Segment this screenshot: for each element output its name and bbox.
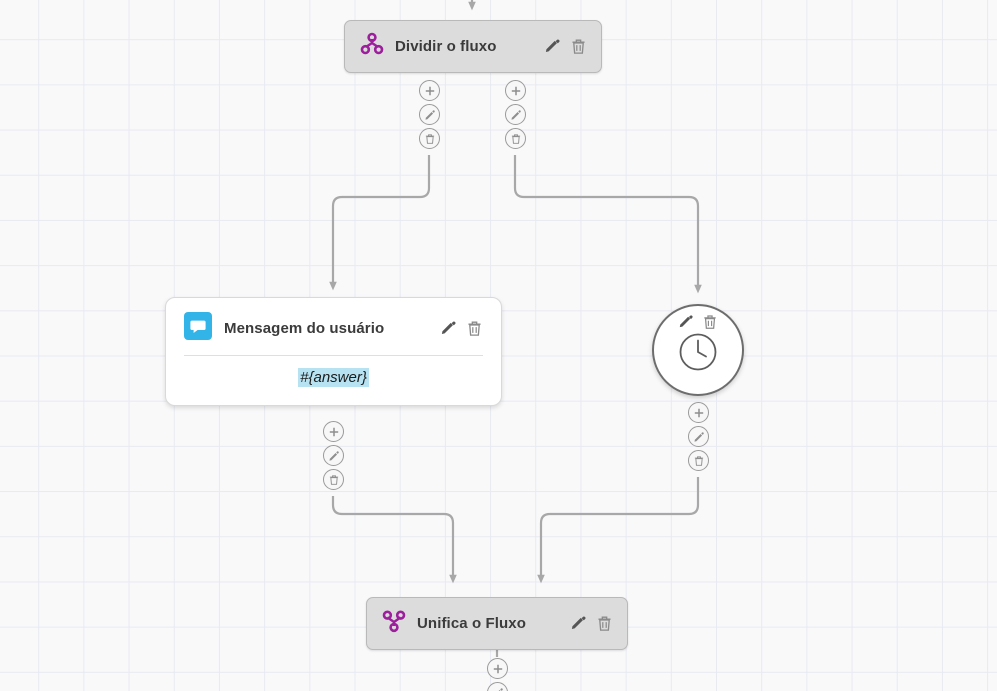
delete-icon[interactable]	[323, 469, 344, 490]
delete-icon[interactable]	[570, 38, 587, 55]
add-icon[interactable]	[487, 658, 508, 679]
node-merge-actions	[570, 615, 613, 632]
port-stack-split-left[interactable]	[419, 80, 440, 149]
node-user-message-title: Mensagem do usuário	[224, 320, 385, 337]
node-timer[interactable]	[652, 304, 744, 396]
edge-message-to-merge	[331, 496, 457, 584]
port-stack-user-message[interactable]	[323, 421, 344, 490]
split-flow-icon	[359, 31, 385, 62]
node-timer-actions	[678, 314, 718, 330]
delete-icon[interactable]	[419, 128, 440, 149]
node-user-message-header: Mensagem do usuário	[166, 298, 501, 355]
merge-flow-icon	[381, 608, 407, 639]
delete-icon[interactable]	[688, 450, 709, 471]
edit-icon[interactable]	[570, 615, 587, 632]
node-user-message-actions	[440, 320, 483, 337]
edit-icon[interactable]	[505, 104, 526, 125]
edge-split-to-timer	[513, 155, 702, 294]
edit-icon[interactable]	[323, 445, 344, 466]
edge-timer-to-merge	[537, 477, 700, 584]
node-merge-title: Unifica o Fluxo	[417, 615, 527, 632]
node-user-message-body: #{answer}	[166, 356, 501, 405]
edit-icon[interactable]	[678, 314, 694, 330]
node-divider	[184, 355, 483, 356]
delete-icon[interactable]	[596, 615, 613, 632]
delete-icon[interactable]	[702, 314, 718, 330]
add-icon[interactable]	[688, 402, 709, 423]
edit-icon[interactable]	[544, 38, 561, 55]
edit-icon[interactable]	[440, 320, 457, 337]
clock-icon	[677, 331, 719, 378]
port-stack-timer[interactable]	[688, 402, 709, 471]
port-stack-merge[interactable]	[487, 658, 508, 691]
node-split-title: Dividir o fluxo	[395, 38, 497, 55]
answer-token: #{answer}	[298, 368, 369, 387]
delete-icon[interactable]	[505, 128, 526, 149]
node-user-message[interactable]: Mensagem do usuário	[165, 297, 502, 406]
edit-icon[interactable]	[688, 426, 709, 447]
delete-icon[interactable]	[466, 320, 483, 337]
add-icon[interactable]	[323, 421, 344, 442]
add-icon[interactable]	[419, 80, 440, 101]
edit-icon[interactable]	[487, 682, 508, 691]
node-split-actions	[544, 38, 587, 55]
node-merge-flow[interactable]: Unifica o Fluxo	[366, 597, 628, 650]
edge-split-to-message	[329, 155, 431, 291]
chat-bubble-icon	[184, 312, 212, 345]
add-icon[interactable]	[505, 80, 526, 101]
edit-icon[interactable]	[419, 104, 440, 125]
node-split-flow[interactable]: Dividir o fluxo	[344, 20, 602, 73]
port-stack-split-right[interactable]	[505, 80, 526, 149]
